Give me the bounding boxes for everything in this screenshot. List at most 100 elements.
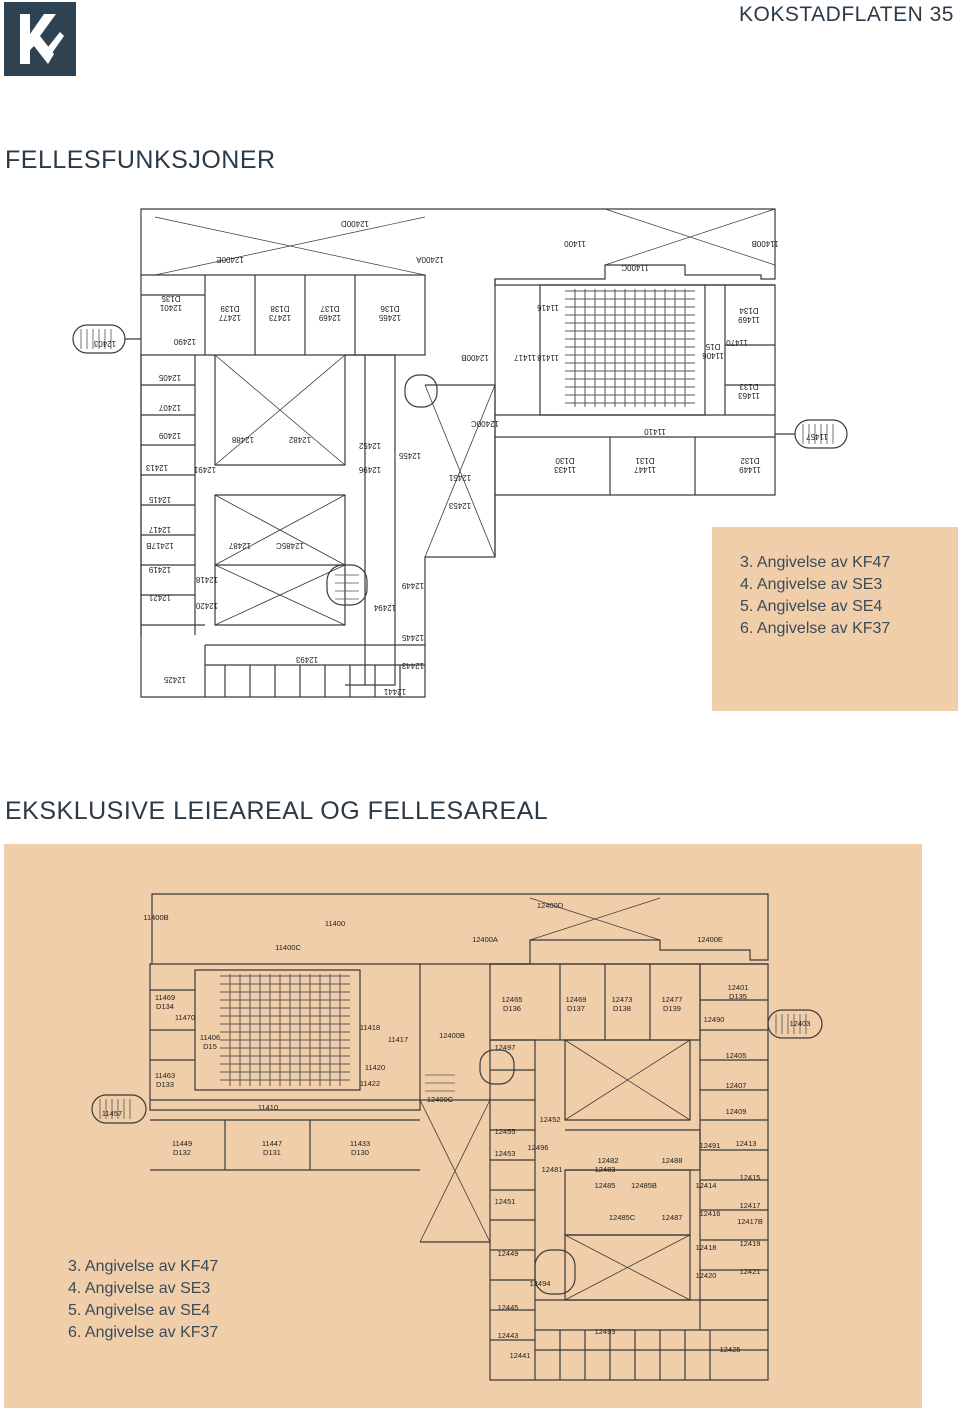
room-label: 12417B	[737, 1217, 763, 1226]
room-label: 12482	[598, 1156, 619, 1165]
room-label: 12416	[700, 1209, 721, 1218]
room-label: 12452	[358, 441, 381, 450]
page-label: KOKSTADFLATEN 35	[739, 3, 954, 26]
room-label: 12409	[726, 1107, 747, 1116]
room-label: 12482	[288, 435, 311, 444]
logo-mark-icon	[20, 14, 64, 64]
legend-item: 3. Angivelse av KF47	[740, 554, 891, 571]
room-label: 12497	[495, 1043, 516, 1052]
room-label: 11457	[102, 1109, 122, 1118]
room-label: 12415	[740, 1173, 761, 1182]
room-label: 12425	[720, 1345, 741, 1354]
room-label: 12485C	[609, 1213, 636, 1222]
room-label: 12400A	[472, 935, 498, 944]
room-label: 11400C	[621, 263, 649, 272]
room-label: 11417	[388, 1035, 408, 1044]
room-label: 12419	[740, 1239, 761, 1248]
legend-item: 4. Angivelse av SE3	[68, 1280, 211, 1297]
room-label: 12421	[148, 593, 171, 602]
room-label: 11447D131	[634, 456, 656, 474]
room-label: 12445	[498, 1303, 519, 1312]
room-label: 12419	[148, 565, 171, 574]
legend-bottom: 3. Angivelse av KF47 4. Angivelse av SE3…	[68, 1256, 218, 1344]
room-label: 11470	[175, 1013, 195, 1022]
room-label: 12400A	[416, 255, 444, 264]
room-label: 12407	[158, 403, 181, 412]
room-label: 11410	[258, 1103, 278, 1112]
room-label: 12417	[148, 525, 171, 534]
room-label: 12473D138	[268, 304, 291, 322]
room-label: 12487	[662, 1213, 683, 1222]
room-label: 12417	[740, 1201, 761, 1210]
room-label: 11469D134	[738, 306, 760, 324]
section-title-eksklusive-leieareal: EKSKLUSIVE LEIEAREAL OG FELLESAREAL	[5, 797, 549, 825]
section-title-fellesfunksjoner: FELLESFUNKSJONER	[5, 146, 276, 174]
room-label: 12465D136	[378, 304, 401, 322]
room-label: 12421	[740, 1267, 761, 1276]
room-label: 11420	[365, 1063, 385, 1072]
room-label: 12403	[790, 1019, 811, 1028]
room-label: 12407	[726, 1081, 747, 1090]
room-label: 12441	[383, 687, 406, 696]
room-label: 12415	[148, 495, 171, 504]
legend-item: 6. Angivelse av KF37	[740, 620, 891, 637]
room-label: 12485B	[631, 1181, 657, 1190]
room-label: 12493	[595, 1327, 616, 1336]
room-label: 12483	[595, 1165, 616, 1174]
room-label: 12487	[228, 541, 251, 550]
legend-item: 5. Angivelse av SE4	[68, 1302, 211, 1319]
legend-item: 6. Angivelse av KF37	[68, 1324, 219, 1341]
room-label: 12477D139	[218, 304, 241, 322]
room-label: 11400C	[275, 943, 301, 952]
room-label: 11400B	[143, 913, 168, 922]
room-label: 12417B	[146, 541, 174, 550]
legend-top: 3. Angivelse av KF47 4. Angivelse av SE3…	[740, 552, 890, 640]
room-label: 12413	[145, 463, 168, 472]
room-label: 12403	[93, 339, 116, 348]
room-label: 12443	[401, 661, 424, 670]
room-label: 12400C	[427, 1095, 454, 1104]
room-label: 12418	[696, 1243, 717, 1252]
room-label: 11410	[644, 427, 666, 436]
room-label: 12496	[358, 465, 381, 474]
room-label: 12488	[231, 435, 254, 444]
room-label: 12453	[448, 501, 471, 510]
room-label: 12420	[195, 601, 218, 610]
room-label: 11416	[537, 303, 559, 312]
room-label: 12400D	[537, 901, 564, 910]
room-label: 12401D135	[159, 294, 182, 312]
room-label: 12409	[158, 431, 181, 440]
room-label: 12490	[173, 337, 196, 346]
room-label: 11417	[514, 353, 536, 362]
room-label: 12418	[195, 575, 218, 584]
room-label: 12400B	[461, 353, 489, 362]
room-label: 12469D137	[318, 304, 341, 322]
legend-item: 3. Angivelse av KF47	[68, 1258, 219, 1275]
room-label: 12451	[495, 1197, 516, 1206]
room-label: 12485	[595, 1181, 616, 1190]
room-label: 12400E	[216, 255, 244, 264]
room-label: 12405	[158, 373, 181, 382]
room-label: 11470	[726, 338, 748, 347]
room-label: 11406D15	[702, 342, 724, 360]
room-label: 12494	[530, 1279, 551, 1288]
room-label: 12441	[510, 1351, 531, 1360]
floor-plan-top-drawing: 12400D1140012400A12400E11400C11400B12401…	[72, 208, 848, 698]
legend-item: 5. Angivelse av SE4	[740, 598, 883, 615]
room-label: 12481	[542, 1165, 563, 1174]
room-label: 12420	[696, 1271, 717, 1280]
room-label: 11457	[806, 432, 828, 441]
room-label: 12414	[696, 1181, 717, 1190]
